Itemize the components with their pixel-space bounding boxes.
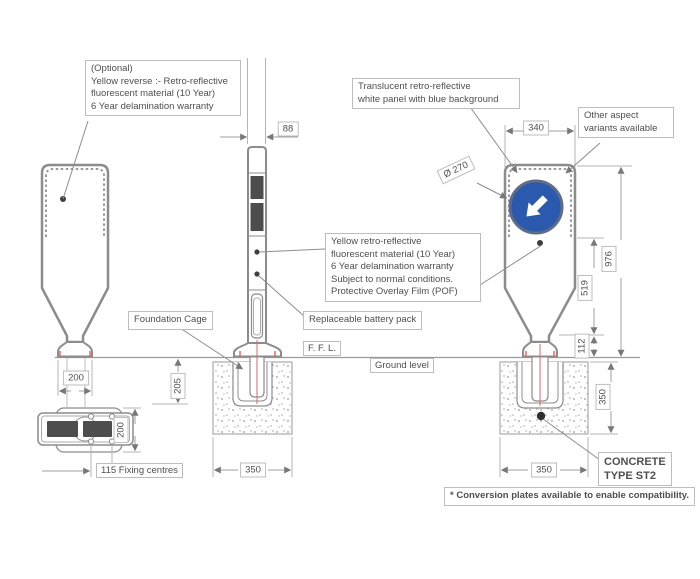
reflective-hatch [508,168,572,237]
note-optional-yellow-reverse: (Optional) Yellow reverse :- Retro-refle… [85,60,241,116]
bolt-dot [254,271,260,277]
dim-205: 205 [170,373,186,399]
dim-88: 88 [277,121,299,137]
note-concrete-type: CONCRETE TYPE ST2 [598,452,672,486]
base-red-ticks [239,351,276,357]
base-red-ticks [525,351,555,357]
bollard-rear-view [40,120,110,358]
top-view-panels [47,421,112,437]
foundation-right [499,344,589,435]
dim-340: 340 [523,120,549,136]
foundation-mid [212,340,293,435]
note-yellow-retro: Yellow retro-reflective fluorescent mate… [325,233,481,302]
note-replaceable-battery: Replaceable battery pack [303,311,423,330]
bollard-side-view [233,146,282,358]
bollard-front-view [503,163,577,358]
side-reflective-panels [250,176,264,231]
base-red-ticks [59,351,91,357]
dim-200-width: 200 [63,370,89,386]
note-translucent-panel: Translucent retro-reflective white panel… [352,78,520,109]
bolt-dot [254,249,260,255]
label-ffl: F. F. L. [303,341,341,356]
leader-dot [537,240,543,246]
battery-door [250,293,264,339]
leader-optional [62,120,89,200]
dim-112: 112 [574,333,590,359]
note-other-aspect: Other aspect variants available [578,107,674,138]
fixing-holes [87,413,116,445]
note-foundation-cage: Foundation Cage [128,311,213,330]
label-ground-level: Ground level [370,358,434,373]
base-top-view [37,358,134,453]
leader-lines [179,103,601,461]
dim-350-mid-width: 350 [240,462,266,478]
note-conversion-plates: * Conversion plates available to enable … [444,487,695,506]
dim-350-right-width: 350 [531,462,557,478]
dim-350-right-depth: 350 [595,384,611,410]
keep-left-arrow-icon [526,195,548,217]
dim-519: 519 [577,275,593,301]
dimension-lines [42,58,632,477]
dim-200-depth: 200 [113,417,129,443]
dim-115-fixing-centres: 115 Fixing centres [96,463,183,478]
dim-976: 976 [601,246,617,272]
concrete-type-dot [536,411,546,421]
